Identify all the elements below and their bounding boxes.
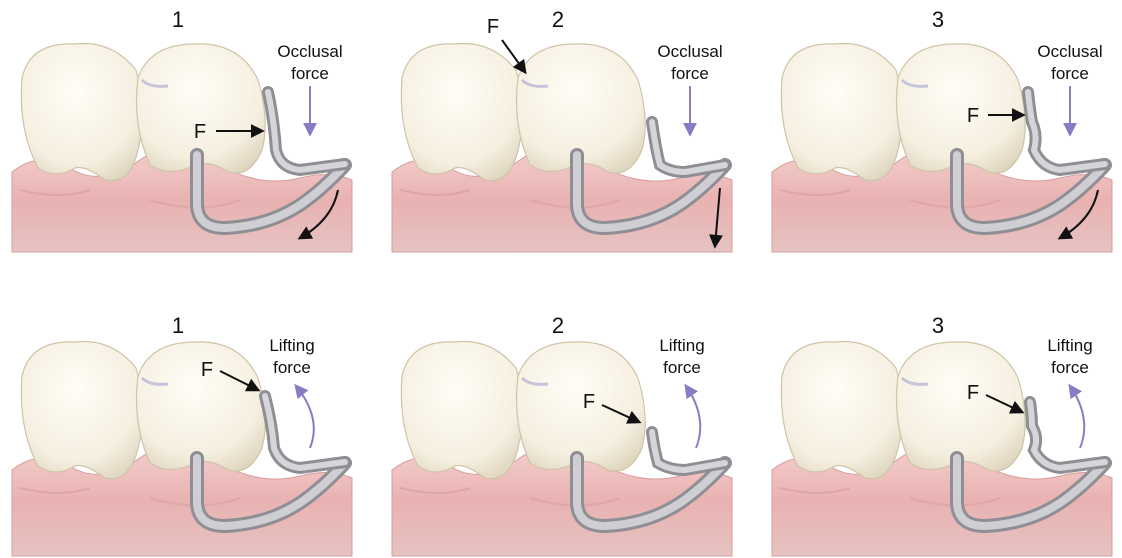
tooth-left xyxy=(781,44,902,181)
tooth-left xyxy=(21,342,142,479)
force-label-line2: force xyxy=(291,64,329,83)
row-occlusal: 1 F Occlusal force xyxy=(12,7,1112,252)
force-label-line1: Lifting xyxy=(1047,336,1092,355)
force-label-line1: Occlusal xyxy=(657,42,722,61)
tooth-right xyxy=(517,342,646,471)
tooth-left xyxy=(401,44,522,181)
panel-lifting-1: 1 F Lifting force xyxy=(12,313,352,556)
tooth-left xyxy=(781,342,902,479)
lifting-force-arrow xyxy=(686,386,700,448)
row-lifting: 1 F Lifting force xyxy=(12,313,1112,556)
panel-occlusal-1: 1 F Occlusal force xyxy=(12,7,352,252)
force-label-line1: Occlusal xyxy=(277,42,342,61)
panel-lifting-2: 2 F Lifting force xyxy=(392,313,732,556)
f-label: F xyxy=(194,121,206,143)
force-label-line2: force xyxy=(671,64,709,83)
force-label-line2: force xyxy=(1051,64,1089,83)
f-label: F xyxy=(487,16,499,38)
force-label-line2: force xyxy=(663,358,701,377)
force-label-line2: force xyxy=(273,358,311,377)
panel-number: 1 xyxy=(172,313,184,338)
panel-lifting-3: 3 F Lifting force xyxy=(772,313,1112,556)
f-label: F xyxy=(967,382,979,404)
f-label: F xyxy=(967,105,979,127)
tooth-left xyxy=(21,44,142,181)
tooth-left xyxy=(401,342,522,479)
panel-number: 3 xyxy=(932,313,944,338)
force-label-line2: force xyxy=(1051,358,1089,377)
tooth-right xyxy=(897,342,1026,471)
panel-number: 1 xyxy=(172,7,184,32)
panel-occlusal-2: 2 F Occlusal force xyxy=(392,7,732,252)
panel-number: 2 xyxy=(552,7,564,32)
panel-number: 2 xyxy=(552,313,564,338)
lifting-force-arrow xyxy=(296,386,314,448)
force-label-line1: Lifting xyxy=(659,336,704,355)
lifting-force-arrow xyxy=(1070,386,1084,448)
force-label-line1: Occlusal xyxy=(1037,42,1102,61)
f-label: F xyxy=(201,359,213,381)
force-label-line1: Lifting xyxy=(269,336,314,355)
panel-number: 3 xyxy=(932,7,944,32)
f-label: F xyxy=(583,391,595,413)
panel-occlusal-3: 3 F Occlusal force xyxy=(772,7,1112,252)
